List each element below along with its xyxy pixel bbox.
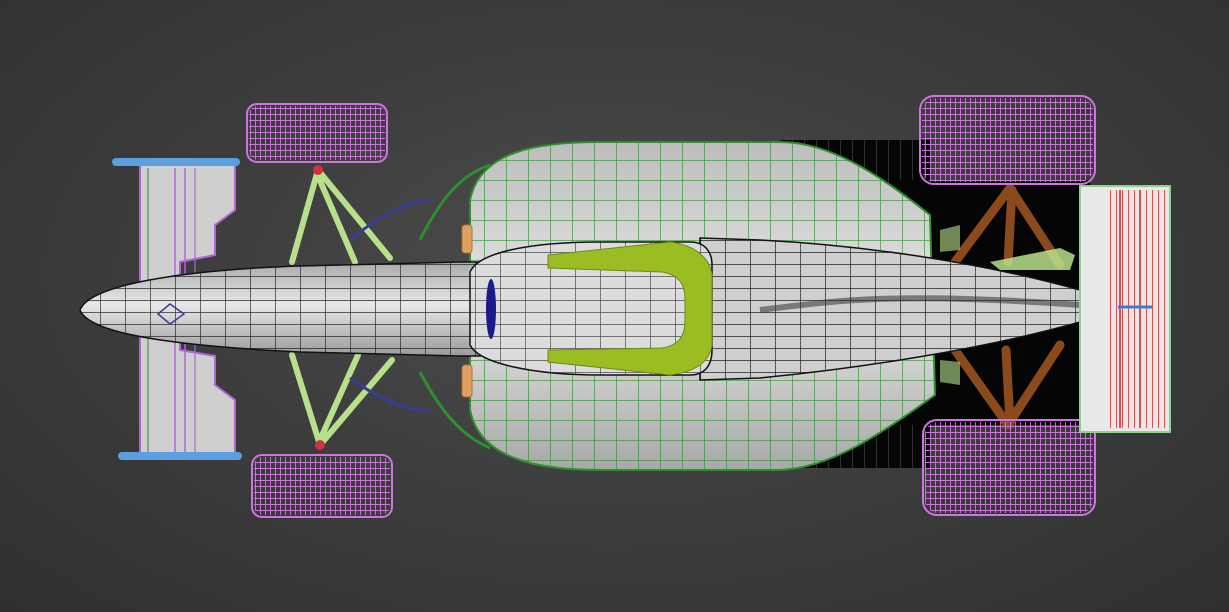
cockpit-rim	[547, 241, 713, 376]
rear-left-tire	[919, 95, 1096, 185]
rear-right-tire	[922, 419, 1096, 516]
cockpit	[469, 241, 713, 376]
rear-wing	[1079, 185, 1171, 433]
nose-cone	[79, 261, 481, 357]
left-mirror	[461, 224, 473, 254]
front-wing-endplate-top	[112, 158, 240, 166]
front-wing	[112, 158, 242, 460]
front-suspension	[289, 167, 395, 448]
front-left-hub	[313, 165, 323, 175]
front-wing-endplate-bottom	[118, 452, 242, 460]
nose-logo	[156, 303, 186, 325]
right-mirror	[461, 364, 473, 398]
front-right-tire	[251, 454, 393, 518]
rear-diffuser	[940, 225, 1075, 385]
steering-wheel	[486, 279, 496, 339]
front-right-hub	[315, 440, 325, 450]
front-left-tire	[246, 103, 388, 163]
engine-cover	[699, 237, 1081, 381]
